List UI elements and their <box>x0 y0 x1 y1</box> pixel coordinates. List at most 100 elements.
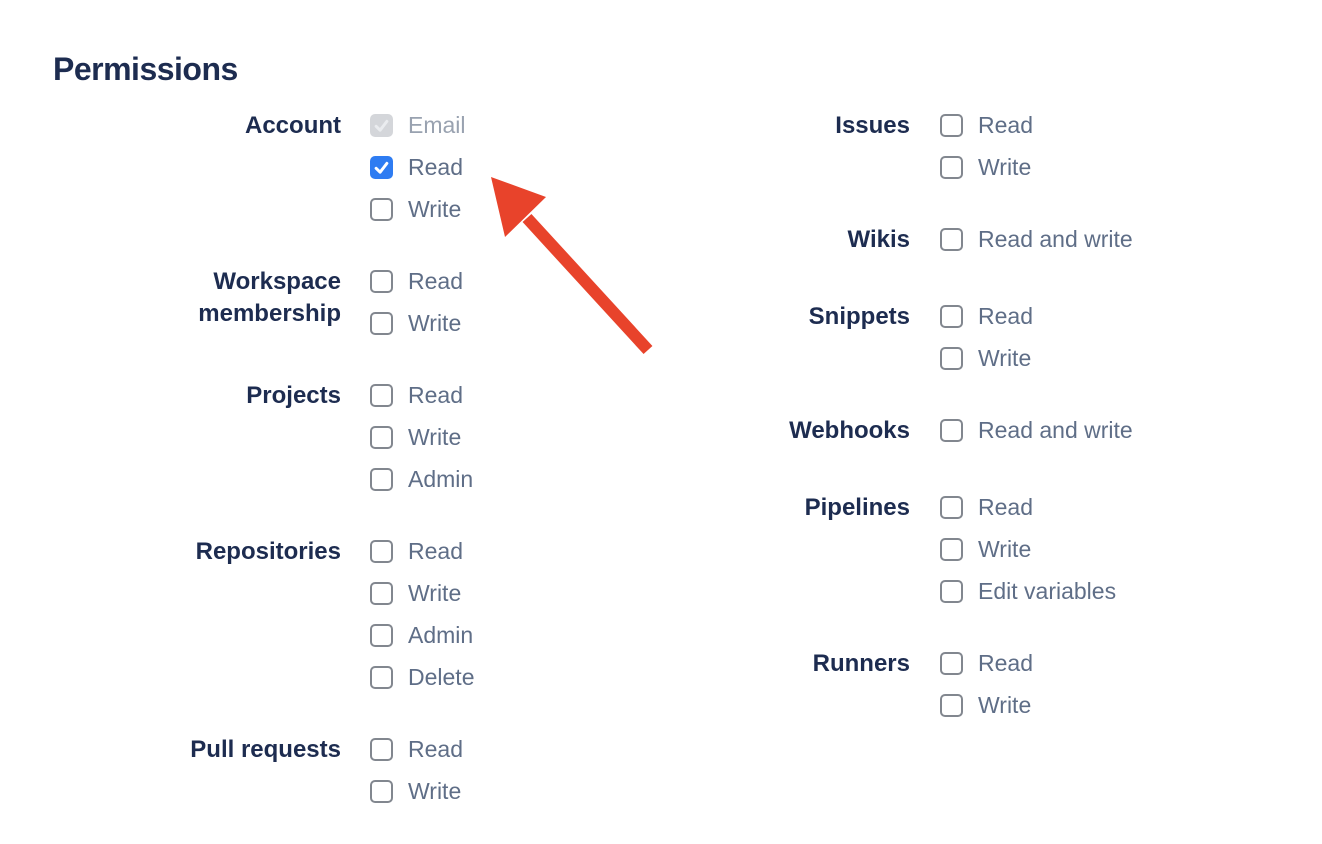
option-label-runners-write: Write <box>978 692 1032 718</box>
checkbox-snippets-write[interactable] <box>940 347 963 370</box>
options-list: Email Read Write <box>370 114 466 221</box>
group-label-webhooks: Webhooks <box>789 417 910 444</box>
group-label-workspace-membership: Workspace membership <box>198 268 341 327</box>
options-list: Read Write <box>370 270 463 335</box>
option-label-account-write: Write <box>408 196 462 222</box>
checkbox-pull-requests-write[interactable] <box>370 780 393 803</box>
option-projects-write[interactable]: Write <box>370 426 473 449</box>
options-list: Read Write Admin <box>370 384 473 491</box>
checkbox-repositories-write[interactable] <box>370 582 393 605</box>
option-account-email: Email <box>370 114 466 137</box>
group-label-pull-requests: Pull requests <box>190 736 341 763</box>
checkbox-pipelines-write[interactable] <box>940 538 963 561</box>
checkbox-pull-requests-read[interactable] <box>370 738 393 761</box>
checkbox-runners-write[interactable] <box>940 694 963 717</box>
checkbox-pipelines-read[interactable] <box>940 496 963 519</box>
option-account-read[interactable]: Read <box>370 156 466 179</box>
options-list: Read Write Admin Delete <box>370 540 474 689</box>
option-wikis-read-and-write[interactable]: Read and write <box>940 228 1133 251</box>
option-label-workspace-membership-read: Read <box>408 268 463 294</box>
option-label-webhooks-read-and-write: Read and write <box>978 417 1133 443</box>
options-list: Read Write <box>940 114 1033 179</box>
permission-group: Runners Read Write <box>653 650 1322 717</box>
group-label-repositories: Repositories <box>195 538 341 565</box>
checkbox-projects-admin[interactable] <box>370 468 393 491</box>
checkbox-account-email <box>370 114 393 137</box>
checkbox-workspace-membership-write[interactable] <box>370 312 393 335</box>
option-label-account-email: Email <box>408 112 466 138</box>
permission-group: Snippets Read Write <box>653 303 1322 370</box>
option-label-account-read: Read <box>408 154 463 180</box>
option-pipelines-edit-variables[interactable]: Edit variables <box>940 580 1116 603</box>
option-label-projects-read: Read <box>408 382 463 408</box>
permission-group: Projects Read Write Admin <box>53 382 653 491</box>
checkbox-issues-read[interactable] <box>940 114 963 137</box>
checkbox-pipelines-edit-variables[interactable] <box>940 580 963 603</box>
option-runners-write[interactable]: Write <box>940 694 1033 717</box>
option-workspace-membership-read[interactable]: Read <box>370 270 463 293</box>
option-pipelines-write[interactable]: Write <box>940 538 1116 561</box>
option-snippets-write[interactable]: Write <box>940 347 1033 370</box>
option-snippets-read[interactable]: Read <box>940 305 1033 328</box>
checkbox-projects-write[interactable] <box>370 426 393 449</box>
permission-group: Account Email Read Write <box>53 112 653 221</box>
options-list: Read Write Edit variables <box>940 496 1116 603</box>
options-list: Read Write <box>940 652 1033 717</box>
option-label-repositories-delete: Delete <box>408 664 475 690</box>
permissions-column-left: Account Email Read Write Workspace membe… <box>53 112 653 803</box>
option-projects-admin[interactable]: Admin <box>370 468 473 491</box>
option-runners-read[interactable]: Read <box>940 652 1033 675</box>
option-label-snippets-write: Write <box>978 345 1032 371</box>
option-label-repositories-admin: Admin <box>408 622 474 648</box>
option-account-write[interactable]: Write <box>370 198 466 221</box>
group-label-pipelines: Pipelines <box>804 494 910 521</box>
checkbox-account-read[interactable] <box>370 156 393 179</box>
option-label-pull-requests-read: Read <box>408 736 463 762</box>
group-label-account: Account <box>245 112 341 139</box>
permissions-columns: Account Email Read Write Workspace membe… <box>53 112 1322 803</box>
option-repositories-admin[interactable]: Admin <box>370 624 474 647</box>
option-pull-requests-write[interactable]: Write <box>370 780 463 803</box>
checkbox-runners-read[interactable] <box>940 652 963 675</box>
option-pipelines-read[interactable]: Read <box>940 496 1116 519</box>
option-webhooks-read-and-write[interactable]: Read and write <box>940 419 1133 442</box>
option-label-pipelines-write: Write <box>978 536 1032 562</box>
option-label-projects-write: Write <box>408 424 462 450</box>
checkbox-issues-write[interactable] <box>940 156 963 179</box>
checkbox-wikis-read-and-write[interactable] <box>940 228 963 251</box>
option-repositories-write[interactable]: Write <box>370 582 474 605</box>
checkbox-account-write[interactable] <box>370 198 393 221</box>
option-pull-requests-read[interactable]: Read <box>370 738 463 761</box>
checkbox-repositories-admin[interactable] <box>370 624 393 647</box>
checkbox-projects-read[interactable] <box>370 384 393 407</box>
options-list: Read Write <box>940 305 1033 370</box>
option-issues-write[interactable]: Write <box>940 156 1033 179</box>
option-repositories-delete[interactable]: Delete <box>370 666 474 689</box>
option-projects-read[interactable]: Read <box>370 384 473 407</box>
option-label-snippets-read: Read <box>978 303 1033 329</box>
group-label-runners: Runners <box>812 650 910 677</box>
checkbox-snippets-read[interactable] <box>940 305 963 328</box>
permission-group: Pipelines Read Write Edit variables <box>653 494 1322 603</box>
option-label-issues-write: Write <box>978 154 1032 180</box>
checkbox-workspace-membership-read[interactable] <box>370 270 393 293</box>
option-label-runners-read: Read <box>978 650 1033 676</box>
checkbox-webhooks-read-and-write[interactable] <box>940 419 963 442</box>
checkbox-repositories-delete[interactable] <box>370 666 393 689</box>
group-label-wikis: Wikis <box>847 226 910 253</box>
option-repositories-read[interactable]: Read <box>370 540 474 563</box>
option-issues-read[interactable]: Read <box>940 114 1033 137</box>
permissions-page: Permissions Account Email Read Write Wor… <box>53 53 1322 803</box>
option-label-pull-requests-write: Write <box>408 778 462 804</box>
permission-group: Issues Read Write <box>653 112 1322 179</box>
permission-group: Pull requests Read Write <box>53 736 653 803</box>
checkbox-repositories-read[interactable] <box>370 540 393 563</box>
option-workspace-membership-write[interactable]: Write <box>370 312 463 335</box>
options-list: Read Write <box>370 738 463 803</box>
permission-group: Wikis Read and write <box>653 226 1322 256</box>
option-label-pipelines-edit-variables: Edit variables <box>978 578 1117 604</box>
options-list: Read and write <box>940 419 1133 442</box>
group-label-snippets: Snippets <box>808 303 910 330</box>
options-list: Read and write <box>940 228 1133 251</box>
group-label-projects: Projects <box>246 382 341 409</box>
